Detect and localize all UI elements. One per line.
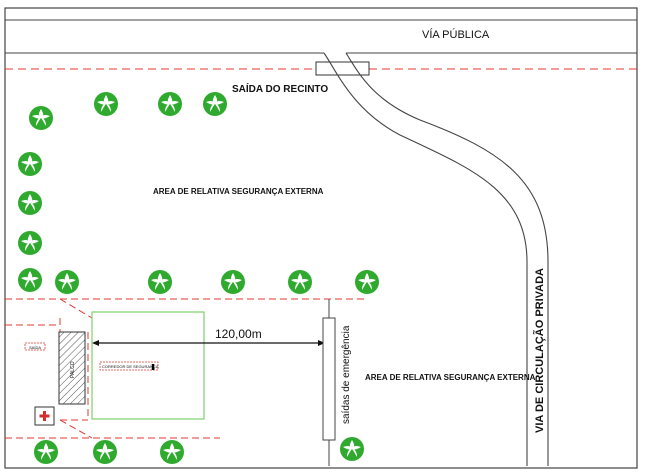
- via-circulacao-label: VIA DE CIRCULAÇÃO PRIVADA: [533, 268, 546, 433]
- tree-icon: [288, 270, 312, 294]
- audience-area: [91, 311, 205, 420]
- palco-label: PALCO: [70, 361, 76, 378]
- tree-icon: [29, 106, 53, 130]
- corredor-label: CORREDOR DE SEGURANÇA: [102, 364, 159, 369]
- tree-icon: [94, 92, 118, 116]
- tree-icon: [148, 270, 172, 294]
- tree-icon: [18, 191, 42, 215]
- saidas-emergencia-label: saídas de emergência: [341, 325, 352, 424]
- event-zone-boundary: [5, 298, 368, 439]
- tree-icon: [203, 92, 227, 116]
- public-road: [5, 19, 637, 54]
- exit-gate: [315, 61, 370, 76]
- site-boundary: [4, 7, 638, 469]
- red-cross-icon: [39, 411, 50, 421]
- area-seguranca-top-label: AREA DE RELATIVA SEGURANÇA EXTERNA: [153, 187, 324, 196]
- private-road: [323, 52, 549, 466]
- distance-label: 120,00m: [215, 327, 262, 341]
- security-corridor: [99, 361, 159, 371]
- tree-icon: [340, 437, 364, 461]
- area-seguranca-right-label: AREA DE RELATIVA SEGURANÇA EXTERNA: [365, 373, 536, 382]
- stage-palco: [58, 331, 86, 405]
- tree-icon: [18, 268, 42, 292]
- small-exit-tag-label: SAÍDA: [29, 345, 41, 350]
- via-publica-label: VÍA PÚBLICA: [422, 28, 490, 41]
- tree-icon: [160, 440, 184, 464]
- tree-icon: [34, 440, 58, 464]
- tree-icon: [355, 270, 379, 294]
- tree-icon: [93, 440, 117, 464]
- emergency-exits-bar: [322, 317, 336, 441]
- saida-recinto-label: SAÍDA DO RECINTO: [232, 82, 328, 95]
- small-exit-tag: [24, 342, 46, 351]
- tree-icon: [18, 152, 42, 176]
- tree-icon: [221, 270, 245, 294]
- distance-dimension: [92, 340, 325, 346]
- tree-icon: [55, 270, 79, 294]
- tree-icon: [18, 231, 42, 255]
- tree-icon: [158, 92, 182, 116]
